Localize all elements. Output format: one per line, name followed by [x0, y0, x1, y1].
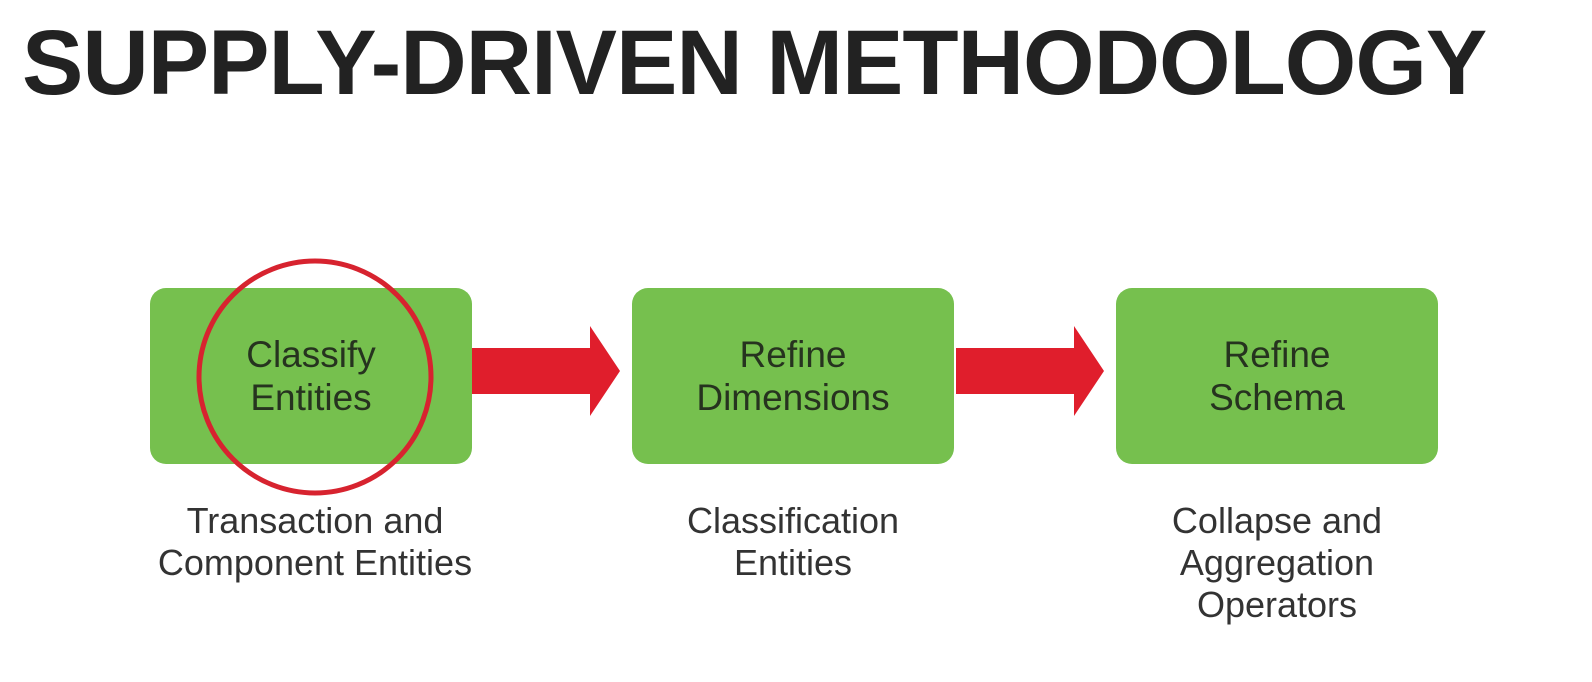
caption-line: Component Entities [157, 542, 473, 583]
right-arrow-icon [472, 326, 620, 416]
caption-classification-entities: Classification Entities [583, 500, 1003, 584]
step-label-line: Schema [1209, 377, 1345, 418]
step-label-line: Entities [250, 377, 372, 418]
caption-line: Classification [686, 500, 900, 541]
step-label-line: Classify [246, 334, 376, 375]
step-label-line: Refine [1223, 334, 1331, 375]
caption-collapse-aggregation-operators: Collapse and Aggregation Operators [1067, 500, 1487, 626]
step-box-classify-entities: Classify Entities [150, 288, 472, 464]
arrow-shape [956, 326, 1104, 416]
caption-line: Operators [1196, 584, 1358, 625]
caption-transaction-component-entities: Transaction and Component Entities [105, 500, 525, 584]
step-box-refine-schema: Refine Schema [1116, 288, 1438, 464]
step-box-refine-dimensions: Refine Dimensions [632, 288, 954, 464]
right-arrow-icon [956, 326, 1104, 416]
caption-line: Collapse and [1171, 500, 1383, 541]
arrow-shape [472, 326, 620, 416]
caption-line: Aggregation [1179, 542, 1375, 583]
page-title: SUPPLY-DRIVEN METHODOLOGY [22, 12, 1487, 114]
step-label-line: Dimensions [696, 377, 890, 418]
caption-line: Entities [733, 542, 853, 583]
step-label-line: Refine [739, 334, 847, 375]
caption-line: Transaction and [186, 500, 444, 541]
